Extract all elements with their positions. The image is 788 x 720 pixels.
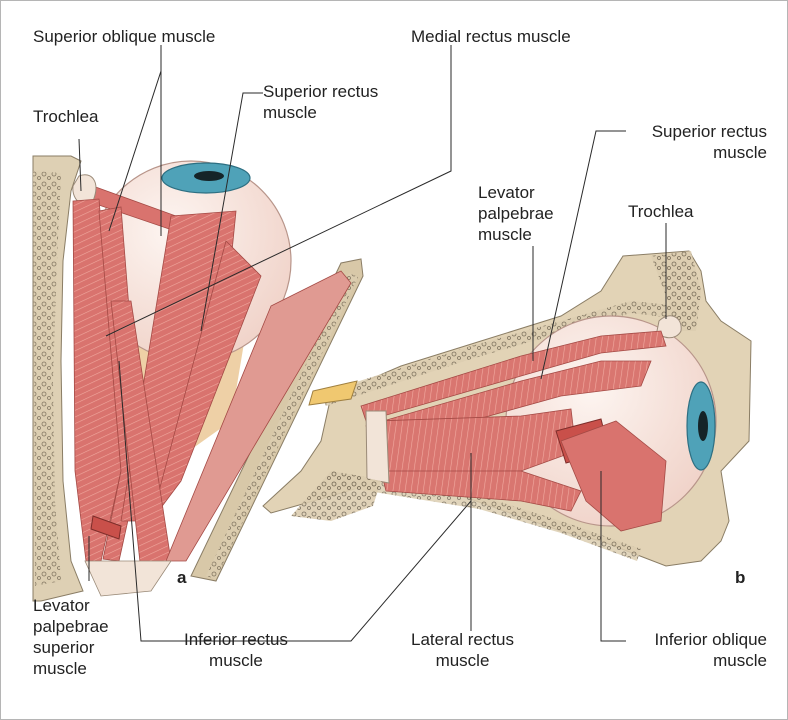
label-levator-b: Levator palpebrae muscle (478, 182, 554, 245)
panel-a-letter: a (177, 567, 186, 588)
label-lateral-rectus: Lateral rectus muscle (411, 629, 514, 671)
label-levator-a: Levator palpebrae superior muscle (33, 595, 109, 679)
label-superior-rectus-b: Superior rectus muscle (629, 121, 767, 163)
label-trochlea-b: Trochlea (628, 201, 694, 222)
leader-inferior-rectus-connect (319, 501, 471, 641)
label-medial-rectus: Medial rectus muscle (411, 26, 571, 47)
label-inferior-rectus: Inferior rectus muscle (184, 629, 288, 671)
label-superior-rectus-a: Superior rectus muscle (263, 81, 378, 123)
label-superior-oblique: Superior oblique muscle (33, 26, 215, 47)
label-trochlea-a: Trochlea (33, 106, 99, 127)
panel-a-art (33, 156, 363, 601)
panel-b-letter: b (735, 567, 745, 588)
label-inferior-oblique: Inferior oblique muscle (627, 629, 767, 671)
